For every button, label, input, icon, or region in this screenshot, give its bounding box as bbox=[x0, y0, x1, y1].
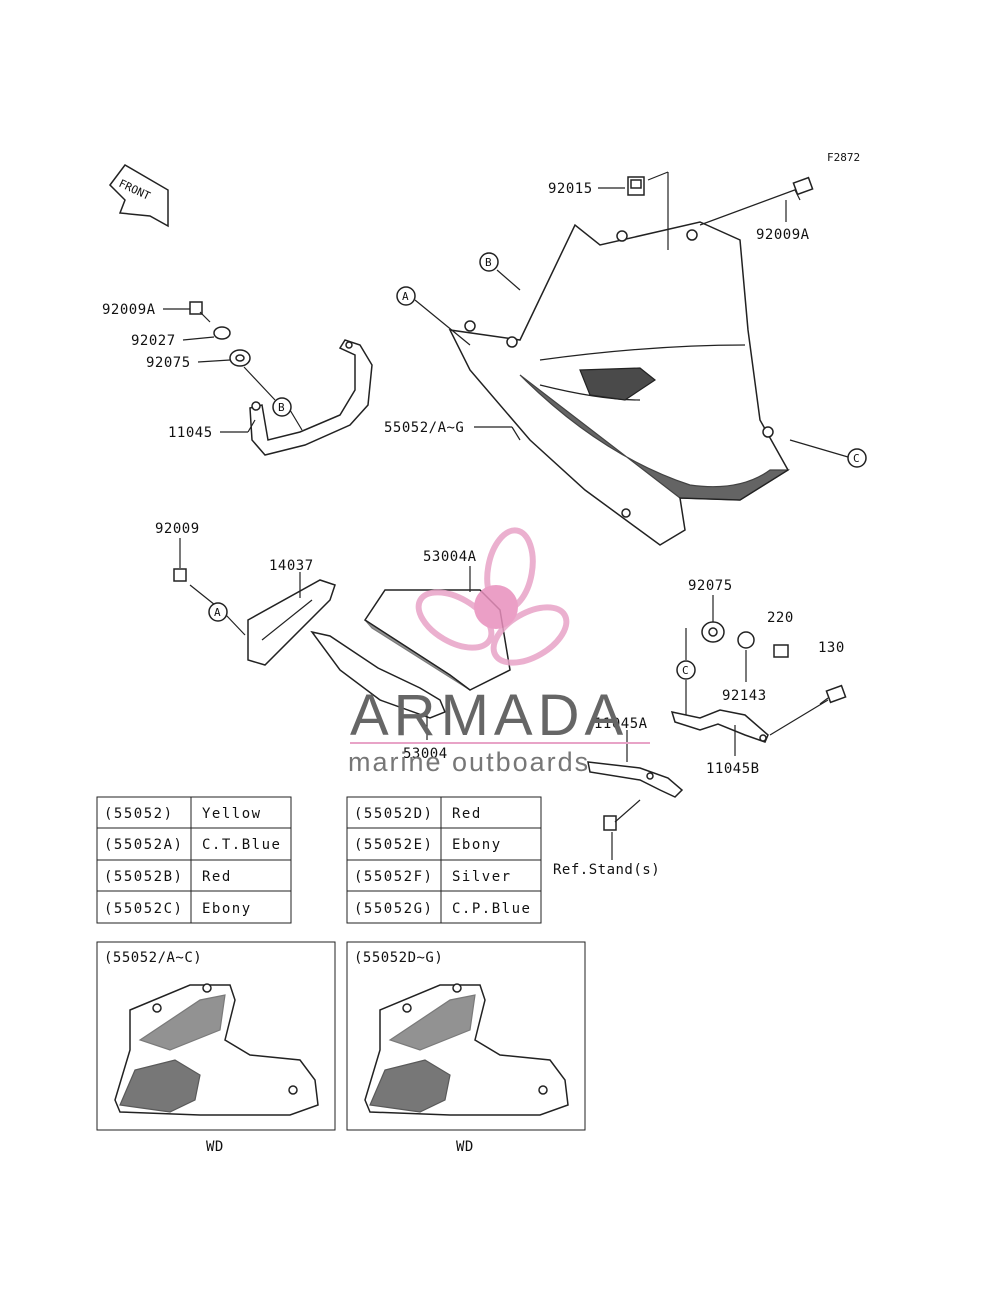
svg-text:A: A bbox=[214, 606, 221, 619]
callout-92075-left: 92075 bbox=[146, 355, 191, 371]
table-right-code-0: (55052D) bbox=[354, 806, 433, 822]
collar-92143 bbox=[737, 631, 755, 649]
bolt-130 bbox=[819, 684, 847, 705]
callout-14037: 14037 bbox=[269, 558, 314, 574]
front-arrow-icon: FRONT bbox=[109, 164, 169, 228]
inset-right: (55052D~G) WD bbox=[346, 941, 586, 1155]
callout-53004A: 53004A bbox=[423, 549, 477, 565]
circle-marker-C-right: C bbox=[847, 448, 867, 468]
bolt-stand bbox=[603, 799, 641, 831]
callout-92075-right: 92075 bbox=[688, 578, 733, 594]
table-right-code-3: (55052G) bbox=[354, 901, 433, 917]
callout-ref-stand: Ref.Stand(s) bbox=[553, 862, 660, 878]
callout-11045B: 11045B bbox=[706, 761, 760, 777]
callout-55052: 55052/A~G bbox=[384, 420, 464, 436]
leader-lines-mid-left bbox=[179, 538, 301, 636]
figure-code: F2872 bbox=[827, 151, 860, 164]
grommet-92075-right bbox=[701, 621, 725, 643]
callout-11045A: 11045A bbox=[594, 716, 648, 732]
svg-text:B: B bbox=[278, 401, 285, 414]
inset-right-title: (55052D~G) bbox=[354, 950, 443, 966]
circle-marker-A-mid: A bbox=[208, 602, 228, 622]
inner-cover-53004A bbox=[363, 589, 511, 691]
svg-text:C: C bbox=[853, 452, 860, 465]
circle-marker-A-top: A bbox=[396, 286, 416, 306]
clip-92015 bbox=[627, 176, 645, 196]
table-left-code-2: (55052B) bbox=[104, 869, 183, 885]
callout-92009A-left: 92009A bbox=[102, 302, 156, 318]
inset-right-caption: WD bbox=[456, 1139, 474, 1155]
inset-left: (55052/A~C) WD bbox=[96, 941, 336, 1155]
table-left-color-1: C.T.Blue bbox=[202, 837, 281, 853]
bracket-11045B bbox=[670, 709, 769, 743]
leader-lines-top bbox=[414, 171, 849, 458]
inset-left-caption: WD bbox=[206, 1139, 224, 1155]
callout-53004: 53004 bbox=[403, 746, 448, 762]
callout-220: 220 bbox=[767, 610, 794, 626]
bolt-92009A-left bbox=[189, 301, 211, 323]
bracket-11045 bbox=[249, 339, 373, 456]
inner-cover-53004 bbox=[310, 630, 446, 719]
color-table-left: (55052) Yellow (55052A) C.T.Blue (55052B… bbox=[96, 796, 292, 924]
circle-marker-C-right-lower: C bbox=[676, 660, 696, 680]
leader-lines-left bbox=[163, 308, 303, 433]
circle-marker-B-left: B bbox=[272, 397, 292, 417]
table-right-color-2: Silver bbox=[452, 869, 512, 885]
bracket-14037 bbox=[247, 579, 336, 666]
table-right-color-1: Ebony bbox=[452, 837, 502, 853]
part-220 bbox=[773, 644, 789, 658]
table-right-color-3: C.P.Blue bbox=[452, 901, 531, 917]
callout-130: 130 bbox=[818, 640, 845, 656]
callout-92015: 92015 bbox=[548, 181, 593, 197]
callout-92009A-top: 92009A bbox=[756, 227, 810, 243]
table-right-code-1: (55052E) bbox=[354, 837, 433, 853]
watermark-tagline: marine outboards bbox=[348, 747, 590, 777]
grommet-92075-left bbox=[229, 349, 251, 367]
callout-11045: 11045 bbox=[168, 425, 213, 441]
callout-92143: 92143 bbox=[722, 688, 767, 704]
table-left-color-3: Ebony bbox=[202, 901, 252, 917]
inset-left-title: (55052/A~C) bbox=[104, 950, 202, 966]
callout-92027: 92027 bbox=[131, 333, 176, 349]
table-right-color-0: Red bbox=[452, 806, 482, 822]
table-left-code-0: (55052) bbox=[104, 806, 174, 822]
bracket-11045A bbox=[587, 761, 684, 798]
circle-marker-B-top: B bbox=[479, 252, 499, 272]
table-left-color-2: Red bbox=[202, 869, 232, 885]
svg-text:A: A bbox=[402, 290, 409, 303]
bolt-92009A-top bbox=[792, 176, 814, 201]
table-left-color-0: Yellow bbox=[202, 806, 262, 822]
table-left-code-1: (55052A) bbox=[104, 837, 183, 853]
table-right-code-2: (55052F) bbox=[354, 869, 433, 885]
leader-lines-right bbox=[611, 595, 829, 860]
svg-text:B: B bbox=[485, 256, 492, 269]
lower-cowl-55052 bbox=[448, 221, 791, 546]
callout-92009: 92009 bbox=[155, 521, 200, 537]
watermark-brand: ARMADA bbox=[350, 683, 628, 748]
color-table-right: (55052D) Red (55052E) Ebony (55052F) Sil… bbox=[346, 796, 542, 924]
armada-logo-watermark bbox=[415, 527, 570, 666]
collar-92027 bbox=[213, 326, 231, 340]
svg-text:C: C bbox=[682, 664, 689, 677]
bolt-92009 bbox=[173, 568, 187, 582]
table-left-code-3: (55052C) bbox=[104, 901, 183, 917]
